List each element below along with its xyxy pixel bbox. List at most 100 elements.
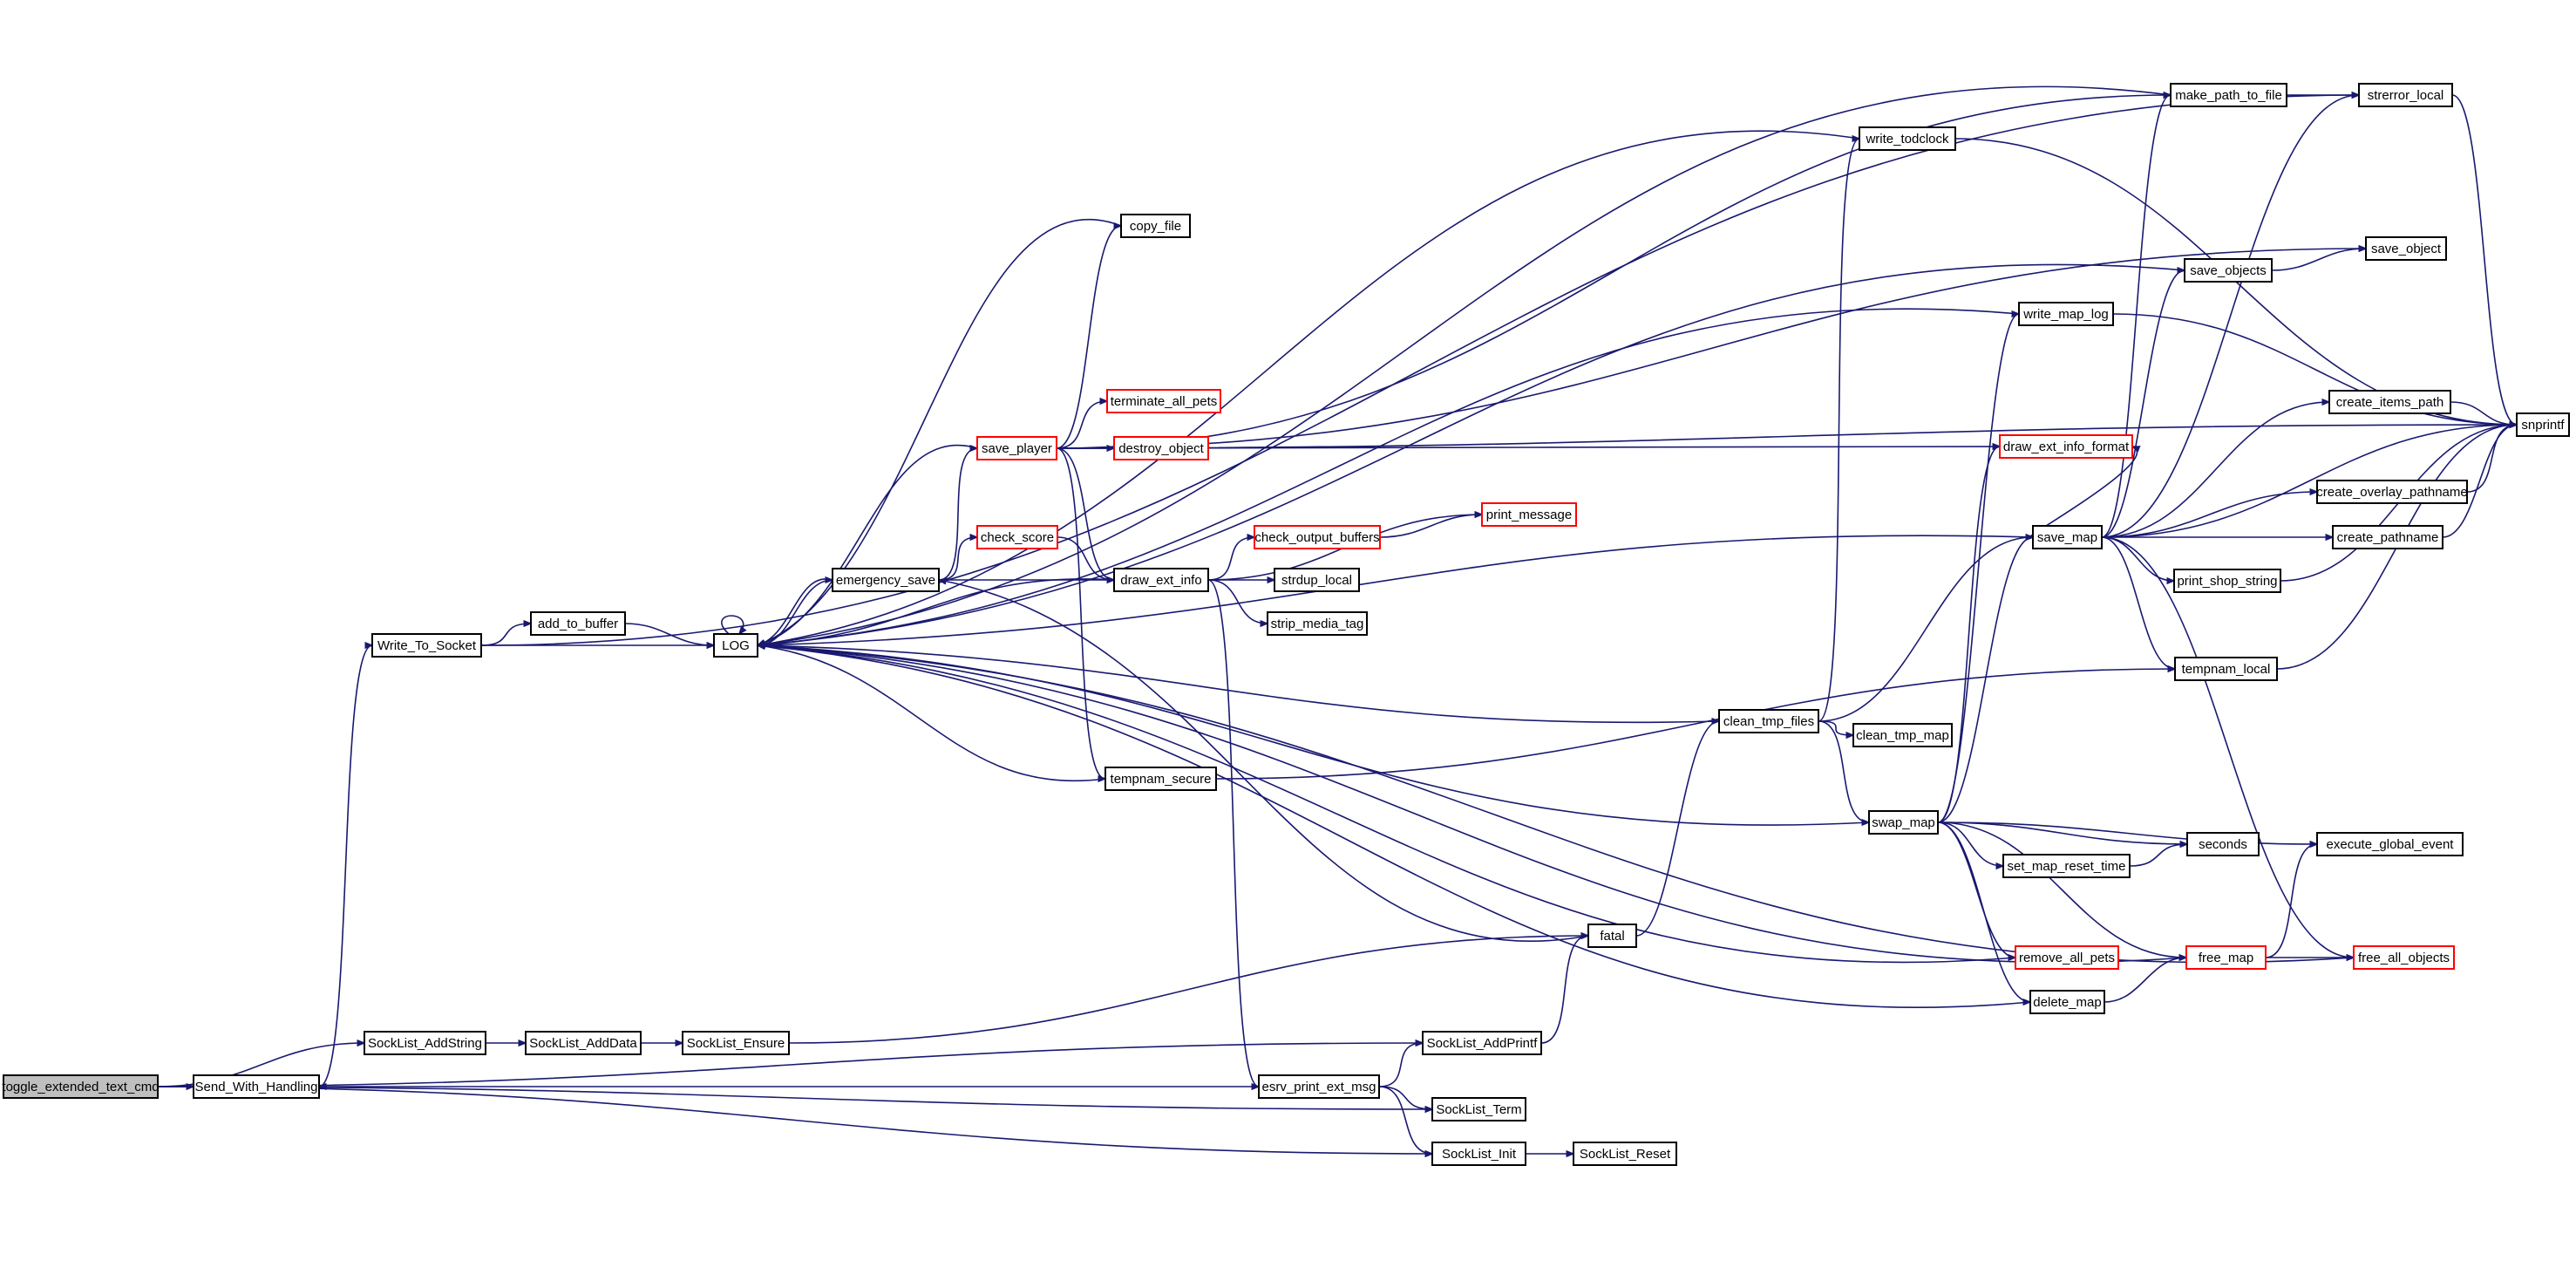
node-create-items-path[interactable]: create_items_path (2328, 390, 2451, 414)
node-socklist-reset[interactable]: SockList_Reset (1573, 1142, 1677, 1166)
node-label: SockList_AddData (529, 1036, 637, 1051)
node-box (2002, 854, 2131, 878)
node-swap-map[interactable]: swap_map (1868, 810, 1939, 835)
node-label: Write_To_Socket (377, 638, 477, 653)
node-label: fatal (1600, 929, 1624, 944)
node-socklist-addstring[interactable]: SockList_AddString (364, 1031, 486, 1055)
node-box (1573, 1142, 1677, 1166)
node-create-overlay-pathname[interactable]: create_overlay_pathname (2316, 480, 2468, 504)
node-snprintf[interactable]: snprintf (2516, 412, 2570, 437)
node-socklist-addprintf[interactable]: SockList_AddPrintf (1422, 1031, 1542, 1055)
node-label: create_pathname (2337, 530, 2439, 545)
edge-remove-all-pets-to-log (758, 645, 2016, 964)
node-save-map[interactable]: save_map (2032, 525, 2103, 549)
edge-save-map-to-make-path-to-file (2101, 95, 2171, 538)
node-save-objects[interactable]: save_objects (2184, 258, 2273, 283)
edge-save-map-to-print-shop-string (2101, 536, 2174, 581)
node-destroy-object[interactable]: destroy_object (1113, 436, 1209, 460)
node-save-player[interactable]: save_player (976, 436, 1057, 460)
node-label: strip_media_tag (1271, 617, 1364, 631)
edge-save-map-to-draw-ext-info-format (2027, 446, 2138, 540)
node-clean-tmp-map[interactable]: clean_tmp_map (1852, 723, 1953, 747)
node-free-all-objects[interactable]: free_all_objects (2353, 945, 2455, 970)
node-add-to-buffer[interactable]: add_to_buffer (530, 611, 626, 636)
node-write-to-socket[interactable]: Write_To_Socket (371, 633, 482, 658)
node-fatal[interactable]: fatal (1587, 924, 1637, 948)
edge-set-map-reset-time-to-seconds (2129, 844, 2187, 867)
edge-save-map-to-create-items-path (2101, 402, 2329, 538)
node-box (371, 633, 482, 658)
edge-free-map-to-execute-global-event (2265, 844, 2317, 958)
node-save-object[interactable]: save_object (2365, 236, 2447, 261)
edge-log-to-log (721, 615, 744, 634)
node-terminate-all-pets[interactable]: terminate_all_pets (1106, 389, 1221, 413)
edge-toggle-extended-text-cmd-to-socklist-term (157, 1086, 1432, 1109)
edge-strerror-local-to-snprintf (2451, 94, 2517, 425)
node-check-output-buffers[interactable]: check_output_buffers (1254, 525, 1381, 549)
node-box (1254, 525, 1381, 549)
node-seconds[interactable]: seconds (2186, 832, 2260, 856)
node-print-message[interactable]: print_message (1481, 502, 1577, 527)
node-set-map-reset-time[interactable]: set_map_reset_time (2002, 854, 2131, 878)
node-label: draw_ext_info (1120, 573, 1201, 588)
node-toggle-extended-text-cmd[interactable]: toggle_extended_text_cmd (2, 1074, 160, 1099)
edge-esrv-print-ext-msg-to-socklist-init (1378, 1086, 1432, 1154)
node-box (1859, 126, 1956, 151)
node-make-path-to-file[interactable]: make_path_to_file (2170, 83, 2287, 107)
node-label: draw_ext_info_format (2003, 440, 2130, 454)
node-label: toggle_extended_text_cmd (2, 1080, 159, 1094)
node-socklist-adddata[interactable]: SockList_AddData (525, 1031, 642, 1055)
node-label: SockList_Init (1442, 1147, 1517, 1162)
edge-swap-map-to-seconds (1937, 821, 2187, 844)
node-strip-media-tag[interactable]: strip_media_tag (1267, 611, 1368, 636)
node-box (1481, 502, 1577, 527)
node-copy-file[interactable]: copy_file (1120, 214, 1191, 238)
node-label: LOG (722, 638, 750, 653)
node-label: terminate_all_pets (1111, 394, 1218, 409)
node-label: free_all_objects (2358, 951, 2450, 965)
node-strerror-local[interactable]: strerror_local (2358, 83, 2453, 107)
node-label: make_path_to_file (2175, 88, 2282, 103)
edge-draw-ext-info-to-esrv-print-ext-msg (1207, 579, 1259, 1087)
node-delete-map[interactable]: delete_map (2029, 990, 2105, 1014)
node-strdup-local[interactable]: strdup_local (1274, 568, 1360, 592)
edge-socklist-ensure-to-fatal (788, 936, 1588, 1044)
node-box (2170, 83, 2287, 107)
edge-write-to-socket-to-add-to-buffer (480, 624, 531, 646)
node-label: write_todclock (1865, 132, 1949, 147)
node-emergency-save[interactable]: emergency_save (832, 568, 940, 592)
node-socklist-init[interactable]: SockList_Init (1431, 1142, 1526, 1166)
edge-clean-tmp-files-to-swap-map (1818, 720, 1869, 822)
node-label: check_score (981, 530, 1054, 545)
node-tempnam-secure[interactable]: tempnam_secure (1104, 767, 1217, 791)
edge-write-to-socket-to-strerror-local (480, 95, 2359, 646)
edge-emergency-save-to-check-score (938, 537, 977, 581)
node-check-score[interactable]: check_score (976, 525, 1058, 549)
node-draw-ext-info-format[interactable]: draw_ext_info_format (1999, 434, 2133, 459)
node-write-map-log[interactable]: write_map_log (2018, 302, 2114, 326)
node-print-shop-string[interactable]: print_shop_string (2173, 569, 2281, 593)
edge-delete-map-to-log (758, 645, 2031, 1009)
node-tempnam-local[interactable]: tempnam_local (2174, 657, 2278, 681)
node-draw-ext-info[interactable]: draw_ext_info (1113, 568, 1209, 592)
node-label: create_items_path (2336, 395, 2443, 410)
node-write-todclock[interactable]: write_todclock (1859, 126, 1956, 151)
node-socklist-ensure[interactable]: SockList_Ensure (682, 1031, 790, 1055)
node-box (2015, 945, 2119, 970)
node-label: remove_all_pets (2019, 951, 2115, 965)
node-socklist-term[interactable]: SockList_Term (1431, 1097, 1526, 1121)
edge-save-map-to-log (758, 535, 2034, 645)
node-free-map[interactable]: free_map (2185, 945, 2267, 970)
node-box (530, 611, 626, 636)
node-label: swap_map (1872, 815, 1935, 830)
node-execute-global-event[interactable]: execute_global_event (2316, 832, 2464, 856)
node-log[interactable]: LOG (713, 633, 758, 658)
node-esrv-print-ext-msg[interactable]: esrv_print_ext_msg (1258, 1074, 1380, 1099)
edge-save-map-to-save-objects (2101, 270, 2185, 538)
node-send-with-handling[interactable]: Send_With_Handling (193, 1074, 320, 1099)
edge-save-player-to-terminate-all-pets (1056, 401, 1107, 449)
node-remove-all-pets[interactable]: remove_all_pets (2015, 945, 2119, 970)
edge-save-player-to-make-path-to-file (1056, 95, 2171, 449)
node-clean-tmp-files[interactable]: clean_tmp_files (1718, 709, 1819, 733)
node-create-pathname[interactable]: create_pathname (2332, 525, 2443, 549)
